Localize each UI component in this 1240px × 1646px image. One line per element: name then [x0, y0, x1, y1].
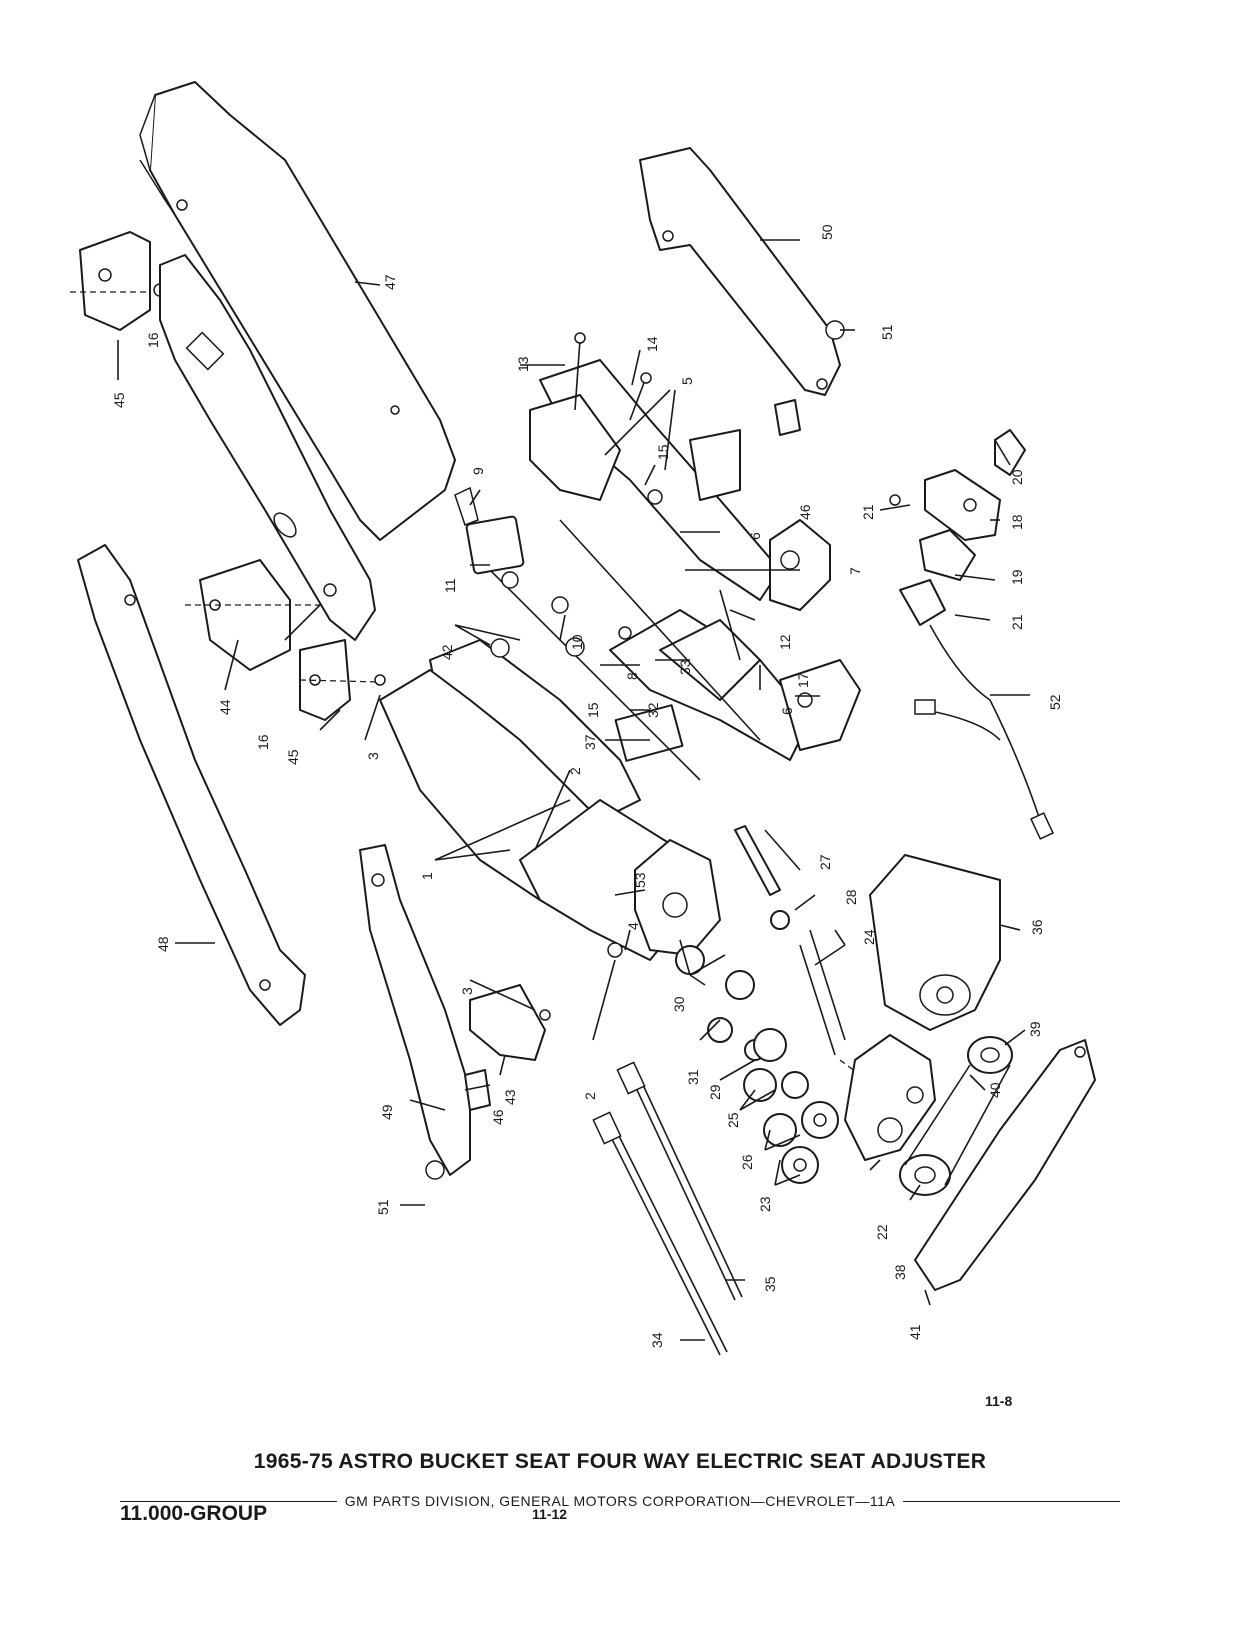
callout-3b: 3 — [459, 987, 475, 995]
part-7-gear-box — [769, 519, 831, 611]
callout-24: 24 — [861, 929, 877, 945]
callout-46b: 46 — [490, 1109, 506, 1125]
callout-34: 34 — [649, 1332, 665, 1348]
callout-22: 22 — [874, 1224, 890, 1240]
callout-10: 10 — [569, 634, 585, 650]
callout-2b: 2 — [582, 1092, 598, 1100]
callout-44: 44 — [217, 699, 233, 715]
callout-14: 14 — [644, 336, 660, 352]
part-43-bracket — [469, 984, 546, 1061]
callout-27: 27 — [817, 854, 833, 870]
callout-35: 35 — [762, 1276, 778, 1292]
callout-6a: 6 — [747, 532, 763, 540]
callout-20: 20 — [1009, 469, 1025, 485]
page-title: 1965-75 ASTRO BUCKET SEAT FOUR WAY ELECT… — [253, 1450, 987, 1473]
footer-text: GM PARTS DIVISION, GENERAL MOTORS CORPOR… — [344, 1493, 896, 1509]
callout-17: 17 — [795, 672, 811, 688]
page-number: 11-12 — [532, 1506, 568, 1522]
part-45-bracket-upper — [70, 231, 167, 331]
callout-labels: 47 50 16 45 13 14 5 51 9 15 46 21 20 18 … — [111, 224, 1063, 1348]
callout-25: 25 — [725, 1112, 741, 1128]
callout-45b: 45 — [285, 749, 301, 765]
part-45-bracket-lower — [299, 639, 381, 721]
part-44-bracket — [185, 559, 320, 671]
callout-47: 47 — [382, 274, 398, 290]
callout-23: 23 — [757, 1196, 773, 1212]
callout-37: 37 — [582, 734, 598, 750]
callout-28: 28 — [843, 889, 859, 905]
callout-9: 9 — [470, 467, 486, 475]
switch-assembly — [919, 429, 1026, 581]
footer-rule-right — [903, 1500, 1121, 1502]
part-47-trim-cover — [139, 81, 456, 541]
callout-39: 39 — [1027, 1021, 1043, 1037]
part-41-cover — [914, 1039, 1096, 1291]
callout-21b: 21 — [1009, 614, 1025, 630]
callout-41: 41 — [907, 1324, 923, 1340]
callout-16b: 16 — [255, 734, 271, 750]
callout-2a: 2 — [567, 767, 583, 775]
callout-16: 16 — [145, 332, 161, 348]
callout-51a: 51 — [879, 324, 895, 340]
footer-rule-left — [120, 1500, 337, 1502]
callout-8: 8 — [624, 672, 640, 680]
callout-26: 26 — [739, 1154, 755, 1170]
callout-30: 30 — [671, 996, 687, 1012]
group-label: 11.000-GROUP — [120, 1502, 268, 1525]
callout-13: 13 — [515, 356, 531, 372]
part-50-trim-right — [639, 147, 841, 396]
callout-53: 53 — [632, 872, 648, 888]
callout-15a: 15 — [655, 444, 671, 460]
callout-5: 5 — [679, 377, 695, 385]
callout-19: 19 — [1009, 569, 1025, 585]
callout-4: 4 — [625, 922, 641, 930]
figure-reference: 11-8 — [985, 1393, 1013, 1409]
callout-45: 45 — [111, 392, 127, 408]
callout-40: 40 — [987, 1082, 1003, 1098]
callout-46a: 46 — [797, 504, 813, 520]
callout-42: 42 — [439, 644, 455, 660]
part-46-bracket — [464, 399, 801, 1111]
callout-48: 48 — [155, 936, 171, 952]
part-52-wiring-harness — [899, 579, 1054, 840]
part-48-lower-rail — [77, 544, 306, 1026]
callout-7: 7 — [847, 567, 863, 575]
part-11-gear-housing — [454, 486, 525, 589]
callout-38: 38 — [892, 1264, 908, 1280]
callout-18: 18 — [1009, 514, 1025, 530]
callout-51b: 51 — [375, 1199, 391, 1215]
part-53-drive-housing — [634, 839, 721, 956]
callout-36: 36 — [1029, 919, 1045, 935]
callout-6b: 6 — [779, 707, 795, 715]
callout-3a: 3 — [365, 752, 381, 760]
callout-15b: 15 — [585, 702, 601, 718]
callout-52: 52 — [1047, 694, 1063, 710]
pulleys-belt — [899, 1036, 1013, 1196]
part-36-motor — [869, 854, 1001, 1031]
callout-12: 12 — [777, 634, 793, 650]
callout-21a: 21 — [860, 504, 876, 520]
callout-leaders — [117, 239, 1030, 1341]
callout-49: 49 — [379, 1104, 395, 1120]
callout-43: 43 — [502, 1089, 518, 1105]
seat-side-panel — [159, 254, 376, 641]
fasteners — [374, 320, 901, 1180]
cables-34-35 — [592, 1061, 743, 1356]
callout-31: 31 — [685, 1069, 701, 1085]
part-49-lower-rail — [359, 844, 471, 1176]
callout-32: 32 — [645, 702, 661, 718]
callout-50: 50 — [819, 224, 835, 240]
callout-33: 33 — [677, 659, 693, 675]
callout-29: 29 — [707, 1084, 723, 1100]
shafts-24-27 — [734, 825, 881, 1091]
part-22-transmission — [844, 1034, 936, 1161]
callout-1: 1 — [419, 872, 435, 880]
footer-line: GM PARTS DIVISION, GENERAL MOTORS CORPOR… — [120, 1493, 1121, 1509]
callout-11: 11 — [442, 578, 458, 593]
